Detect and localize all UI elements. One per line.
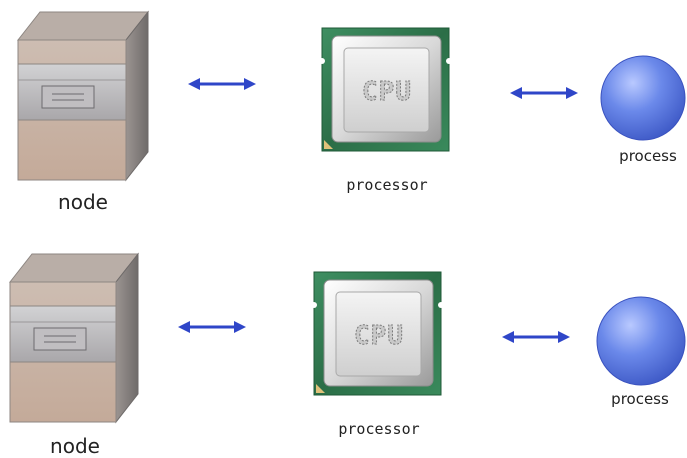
process-sphere-1	[600, 55, 686, 141]
node-tower-1	[16, 10, 150, 182]
cpu-chip-text: CPU	[354, 321, 404, 351]
process-label: process	[619, 147, 677, 165]
cpu-chip-text: CPU	[362, 77, 412, 107]
processor-label: processor	[338, 420, 420, 438]
node-label: node	[58, 190, 108, 214]
cpu-chip-2: CPU	[311, 271, 444, 396]
process-sphere-2	[596, 296, 686, 386]
cpu-chip-1: CPU	[319, 27, 452, 152]
process-label: process	[611, 390, 669, 408]
processor-label: processor	[346, 176, 428, 194]
node-tower-2	[8, 252, 140, 424]
node-label: node	[50, 434, 100, 458]
